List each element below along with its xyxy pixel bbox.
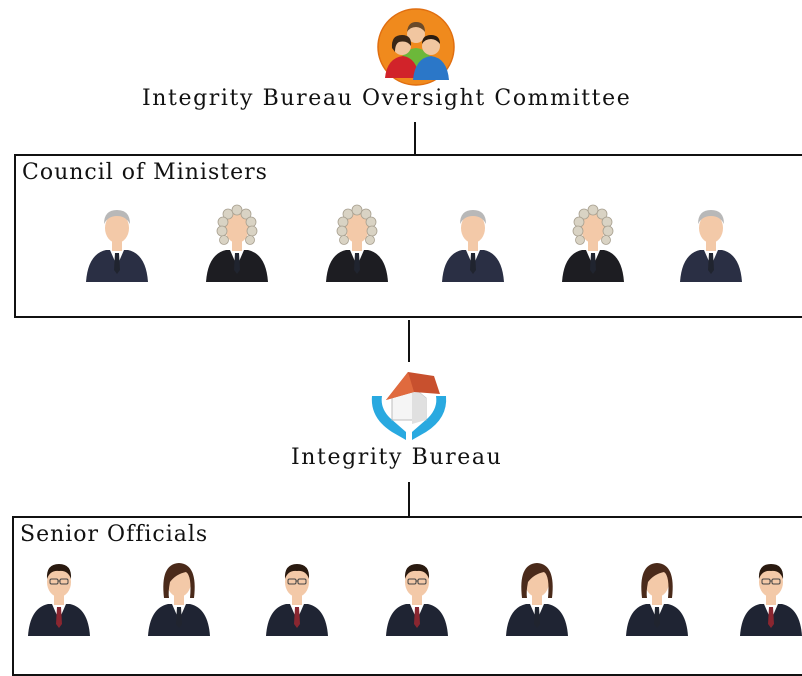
bureau-label: Integrity Bureau	[291, 445, 503, 470]
businessman-icon	[382, 552, 452, 636]
businesswoman-icon	[144, 552, 214, 636]
council-title: Council of Ministers	[22, 160, 268, 185]
connector-line	[414, 122, 416, 154]
group-people-icon	[377, 8, 455, 86]
minister-icon	[82, 198, 152, 282]
minister-icon	[676, 198, 746, 282]
businesswoman-icon	[502, 552, 572, 636]
businessman-icon	[262, 552, 332, 636]
businesswoman-icon	[622, 552, 692, 636]
judge-wig-icon	[558, 198, 628, 282]
judge-wig-icon	[202, 198, 272, 282]
businessman-icon	[24, 552, 94, 636]
officials-title: Senior Officials	[20, 522, 209, 547]
judge-wig-icon	[322, 198, 392, 282]
businessman-icon	[736, 552, 802, 636]
connector-line	[408, 482, 410, 516]
connector-line	[408, 320, 410, 362]
council-panel: Council of Ministers	[14, 154, 802, 318]
minister-icon	[438, 198, 508, 282]
house-in-hands-icon	[368, 362, 450, 444]
committee-label: Integrity Bureau Oversight Committee	[142, 86, 632, 111]
